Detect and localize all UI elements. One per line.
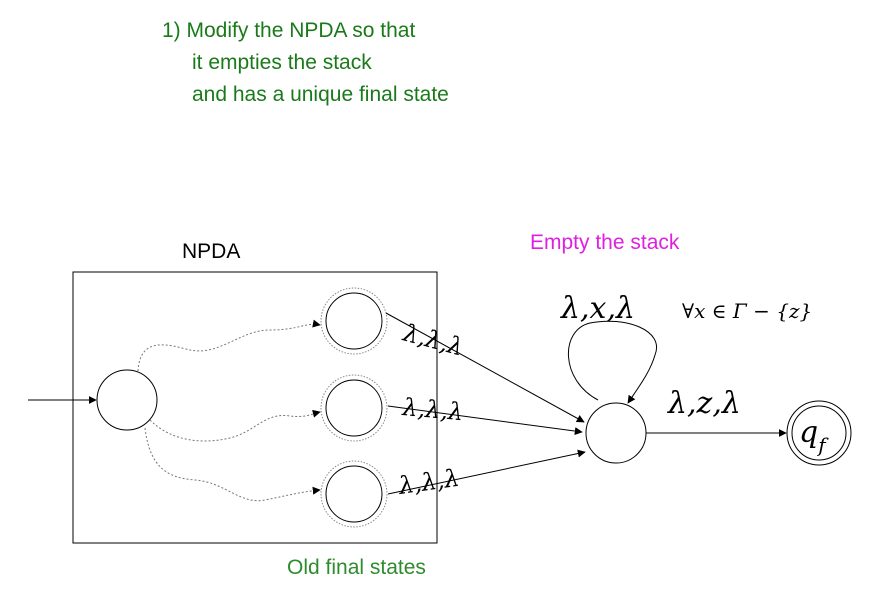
title-line-1: 1) Modify the NPDA so that — [162, 19, 416, 42]
self-loop — [568, 320, 658, 404]
edge-mid — [387, 405, 583, 436]
final-state-inner — [791, 405, 847, 461]
old-final-state-top — [320, 287, 388, 355]
old-final-states-label: Old final states — [287, 556, 426, 579]
title-line-3: and has a unique final state — [192, 83, 449, 106]
edge-label-mid: λ,λ,λ — [400, 393, 464, 426]
edge-bottom — [387, 449, 586, 495]
npda-box — [72, 271, 438, 544]
start-state — [96, 369, 158, 431]
edge-label-loop-condition: ∀x ∈ Γ − {z} — [682, 299, 812, 323]
dotted-path-top — [137, 319, 321, 372]
edge-top — [385, 312, 585, 423]
edge-label-loop: λ,x,λ — [560, 291, 635, 326]
edge-label-final: λ,z,λ — [667, 386, 741, 421]
edge-label-bottom: λ,λ,λ — [396, 464, 461, 500]
final-state — [786, 400, 852, 466]
edge-label-top: λ,λ,λ — [399, 318, 466, 361]
old-final-state-bottom — [320, 460, 388, 528]
old-final-state-mid — [320, 374, 388, 442]
dotted-path-mid — [149, 409, 321, 442]
title-line-2: it empties the stack — [192, 51, 372, 74]
npda-label: NPDA — [182, 240, 241, 263]
empty-stack-state — [585, 402, 647, 464]
empty-stack-label: Empty the stack — [530, 231, 680, 254]
dotted-path-bottom — [144, 427, 321, 502]
